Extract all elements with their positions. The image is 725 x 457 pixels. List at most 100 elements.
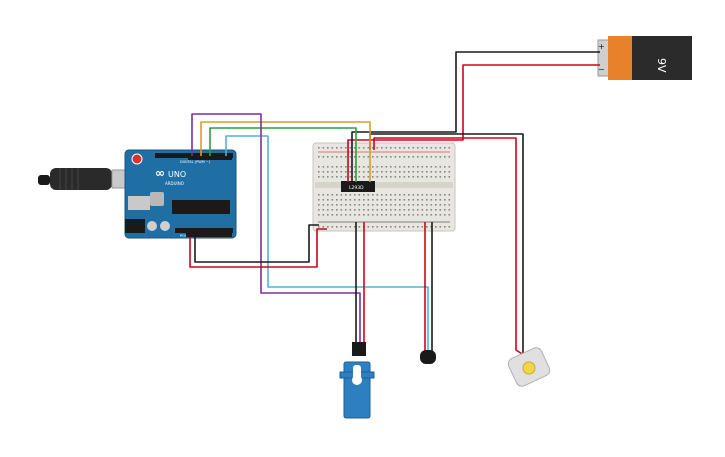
breadboard-hole — [345, 194, 347, 196]
breadboard-hole — [408, 156, 410, 158]
breadboard-hole — [372, 147, 374, 149]
breadboard-hole — [390, 147, 392, 149]
breadboard-hole — [367, 226, 370, 228]
breadboard-hole — [394, 194, 397, 196]
breadboard-hole — [354, 204, 356, 206]
breadboard-hole — [367, 199, 370, 201]
breadboard-hole — [385, 194, 388, 196]
breadboard-hole — [448, 176, 451, 178]
breadboard-hole — [358, 226, 361, 228]
breadboard-hole — [367, 204, 370, 206]
breadboard-hole — [399, 156, 401, 158]
breadboard-hole — [439, 171, 442, 173]
breadboard-hole — [435, 199, 437, 201]
breadboard-hole — [354, 226, 356, 228]
breadboard-hole — [318, 171, 320, 173]
breadboard-hole — [385, 209, 388, 211]
wire-gnd-black — [194, 224, 319, 263]
breadboard-hole — [318, 176, 320, 178]
breadboard-hole — [349, 204, 352, 206]
battery-9v[interactable]: + − 9V — [597, 36, 692, 80]
breadboard-hole — [435, 171, 437, 173]
battery-minus-mark: − — [598, 65, 605, 74]
breadboard-hole — [403, 199, 406, 201]
breadboard-hole — [331, 176, 334, 178]
breadboard-hole — [358, 166, 361, 168]
breadboard-hole — [403, 204, 406, 206]
arduino-headers — [186, 156, 232, 237]
l293d-motor-driver-ic[interactable]: L293D — [341, 181, 375, 192]
breadboard[interactable] — [312, 142, 456, 232]
breadboard-hole — [426, 199, 428, 201]
breadboard-hole — [340, 171, 343, 173]
breadboard-hole — [426, 204, 428, 206]
breadboard-hole — [318, 156, 320, 158]
breadboard-hole — [340, 209, 343, 211]
breadboard-hole — [421, 176, 424, 178]
wire-cyan — [225, 135, 429, 352]
breadboard-hole — [444, 166, 446, 168]
breadboard-hole — [331, 156, 334, 158]
dc-motor[interactable] — [506, 346, 551, 388]
breadboard-hole — [439, 194, 442, 196]
breadboard-hole — [403, 209, 406, 211]
breadboard-hole — [376, 194, 379, 196]
wire-purple — [191, 113, 361, 343]
breadboard-hole — [372, 204, 374, 206]
arduino-uno-board[interactable]: ∞ UNO ARDUINO DIGITAL (PWM ~) POWER ANAL… — [124, 149, 237, 239]
breadboard-hole — [354, 156, 356, 158]
breadboard-hole — [399, 199, 401, 201]
breadboard-hole — [327, 214, 329, 216]
breadboard-hole — [390, 226, 392, 228]
breadboard-hole — [408, 214, 410, 216]
breadboard-hole — [322, 214, 325, 216]
breadboard-hole — [376, 176, 379, 178]
breadboard-hole — [448, 226, 451, 228]
breadboard-hole — [367, 166, 370, 168]
wire-battery-black — [351, 51, 600, 182]
breadboard-hole — [327, 166, 329, 168]
breadboard-hole — [376, 226, 379, 228]
temperature-sensor[interactable] — [420, 350, 436, 364]
breadboard-hole — [372, 194, 374, 196]
servo-motor[interactable] — [339, 342, 375, 419]
breadboard-hole — [444, 176, 446, 178]
breadboard-hole — [367, 171, 370, 173]
breadboard-hole — [372, 156, 374, 158]
breadboard-hole — [358, 156, 361, 158]
breadboard-hole — [448, 199, 451, 201]
breadboard-hole — [336, 166, 338, 168]
usb-cable — [38, 168, 133, 190]
arduino-maker-label: ARDUINO — [165, 181, 184, 186]
breadboard-hole — [322, 199, 325, 201]
breadboard-hole — [322, 176, 325, 178]
breadboard-hole — [376, 156, 379, 158]
breadboard-hole — [318, 214, 320, 216]
breadboard-hole — [340, 166, 343, 168]
breadboard-hole — [448, 209, 451, 211]
breadboard-hole — [435, 226, 437, 228]
breadboard-hole — [381, 156, 383, 158]
breadboard-hole — [412, 171, 415, 173]
breadboard-hole — [439, 226, 442, 228]
breadboard-hole — [439, 214, 442, 216]
breadboard-hole — [331, 199, 334, 201]
wire-green — [209, 127, 357, 182]
breadboard-hole — [444, 147, 446, 149]
breadboard-hole — [340, 226, 343, 228]
breadboard-hole — [403, 171, 406, 173]
breadboard-hole — [444, 171, 446, 173]
breadboard-hole — [331, 147, 334, 149]
breadboard-hole — [394, 147, 397, 149]
breadboard-hole — [430, 147, 433, 149]
breadboard-hole — [322, 204, 325, 206]
breadboard-hole — [372, 166, 374, 168]
breadboard-hole — [412, 209, 415, 211]
breadboard-hole — [408, 204, 410, 206]
breadboard-hole — [426, 171, 428, 173]
breadboard-hole — [354, 199, 356, 201]
breadboard-hole — [448, 204, 451, 206]
breadboard-hole — [412, 226, 415, 228]
breadboard-hole — [394, 171, 397, 173]
breadboard-hole — [426, 214, 428, 216]
